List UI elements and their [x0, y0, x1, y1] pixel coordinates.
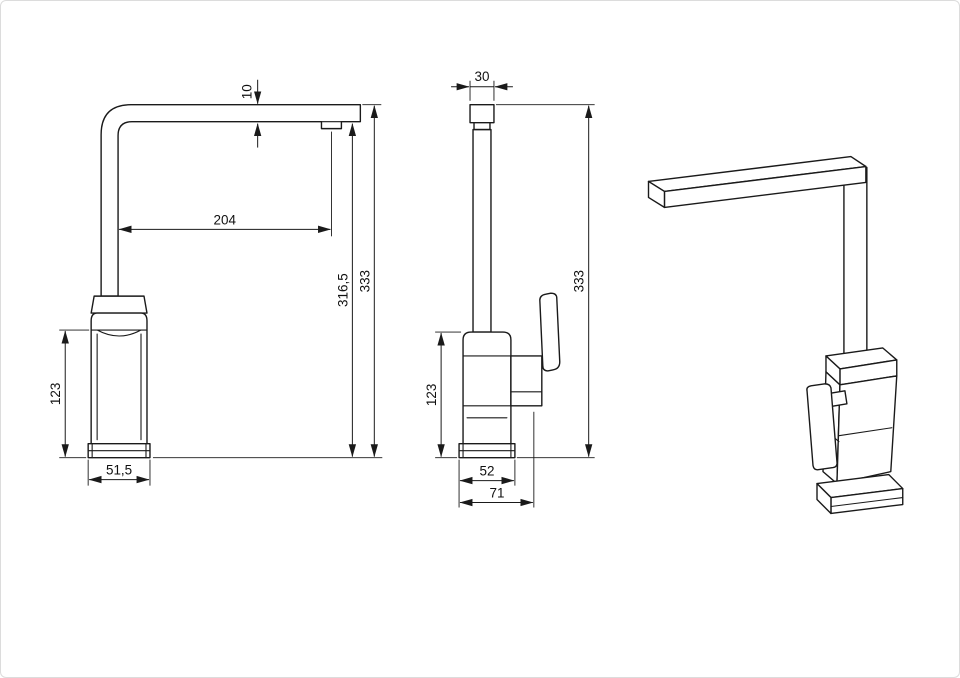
persp-handle-grip — [806, 383, 838, 471]
persp-base-bottom-line — [830, 496, 904, 508]
dim-label-side-base-depth: 52 — [479, 464, 494, 479]
dim-label-front-base-width: 51,5 — [106, 463, 132, 478]
dim-label-side-spout-width: 30 — [475, 69, 490, 84]
side-handle-lever-outline — [539, 292, 561, 372]
dim-label-side-overall-depth: 71 — [489, 486, 504, 501]
front-collar-outline — [90, 295, 148, 314]
persp-column-outline — [843, 166, 868, 364]
side-column-outline — [472, 128, 492, 333]
dim-side-spout-width: 30 — [451, 69, 513, 101]
front-spout-outline — [100, 103, 362, 297]
dim-front-body-height: 123 — [48, 329, 90, 459]
side-handle-pivot-outline — [510, 355, 543, 407]
dim-side-base-depth: 52 — [458, 459, 516, 508]
dim-label-side-body-height: 123 — [424, 384, 439, 406]
dim-side-body-height: 123 — [424, 331, 462, 459]
dim-front-base-width: 51,5 — [87, 459, 151, 486]
perspective-view — [647, 155, 904, 515]
persp-base-left-face — [816, 482, 832, 515]
dim-side-overall-height: 333 — [495, 104, 595, 459]
side-base-lines — [458, 443, 516, 459]
front-body-feature-lines — [90, 329, 148, 441]
dim-front-overall-height: 333 — [152, 104, 383, 459]
side-spout-cap-outline — [469, 103, 495, 124]
dim-front-spout-reach: 204 — [118, 131, 332, 237]
front-base-lines — [87, 443, 151, 459]
side-body-outline — [462, 331, 512, 445]
dim-label-front-spout-reach: 204 — [214, 212, 237, 227]
dim-label-front-spout-thickness: 10 — [240, 84, 255, 99]
dim-front-spout-underside-height: 316,5 — [335, 123, 357, 458]
dim-label-front-spout-underside-height: 316,5 — [335, 273, 350, 307]
side-view: 30 333 123 52 71 — [424, 69, 595, 508]
dim-label-front-body-height: 123 — [48, 383, 63, 405]
dim-label-side-overall-height: 333 — [572, 270, 587, 292]
dim-label-front-overall-height: 333 — [357, 270, 372, 292]
persp-spout-end-face — [647, 180, 666, 209]
front-body-outline — [90, 312, 148, 445]
side-body-feature-lines — [462, 355, 543, 419]
persp-body-front-face — [836, 375, 898, 485]
front-view: 10 204 316,5 333 123 51,5 — [48, 79, 383, 486]
dim-side-overall-depth: 71 — [459, 411, 535, 508]
side-aerator-outline — [473, 121, 491, 131]
dim-front-spout-thickness: 10 — [240, 79, 262, 148]
